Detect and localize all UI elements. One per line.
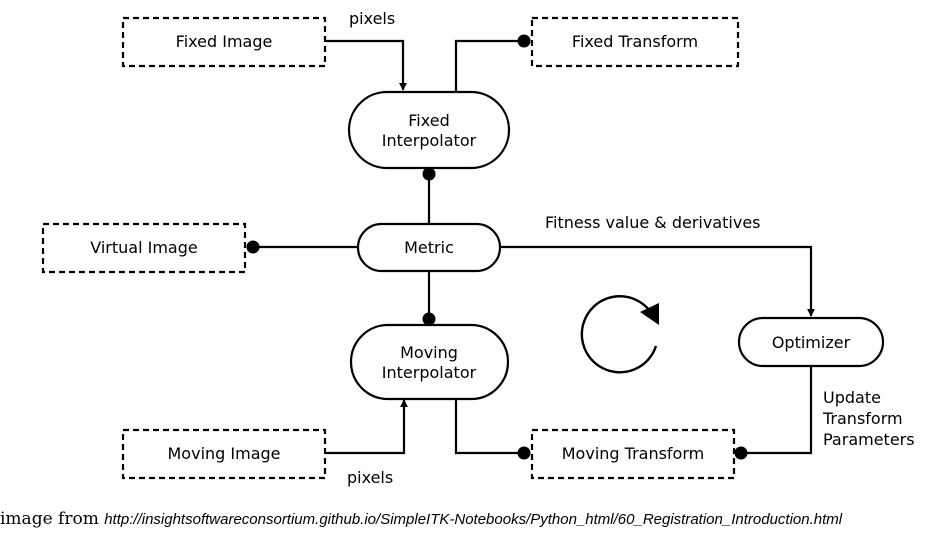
registration-diagram: Fixed Image Fixed Transform Fixed Interp… [41, 9, 915, 487]
optimizer-node [737, 316, 885, 368]
edge-moving-interpolator-to-moving-transform [454, 399, 524, 455]
edge-fixed-transform-to-fixed-interpolator [454, 39, 524, 92]
edge-moving-image-to-moving-interpolator [325, 399, 408, 455]
virtual-image-box [41, 222, 247, 274]
caption-prefix: image from [0, 509, 105, 529]
connector-dot [517, 446, 531, 460]
fixed-pixels-label: pixels [349, 9, 395, 28]
iteration-cycle-icon [580, 295, 659, 374]
fixed-transform-label: Fixed Transform [572, 32, 698, 51]
connector-dot [246, 240, 260, 254]
fixed-transform-box [530, 16, 740, 68]
update-label-line1: Update [823, 388, 881, 407]
optimizer-label: Optimizer [772, 333, 851, 352]
caption-url: http://insightsoftwareconsortium.github.… [104, 511, 843, 528]
update-label-line2: Transform [822, 409, 903, 428]
edge-fixed-image-to-fixed-interpolator [325, 39, 407, 91]
virtual-image-label: Virtual Image [90, 238, 197, 257]
fixed-image-box [121, 16, 327, 68]
update-label-line3: Parameters [823, 430, 915, 449]
moving-transform-box [530, 428, 736, 480]
connector-dot [734, 446, 748, 460]
edge-metric-to-optimizer [500, 245, 815, 317]
fixed-interpolator-label-line2: Interpolator [382, 131, 477, 150]
metric-node [356, 222, 502, 273]
edge-optimizer-to-moving-transform [741, 366, 813, 455]
moving-interpolator-label-line2: Interpolator [382, 363, 477, 382]
moving-interpolator-node [349, 323, 510, 401]
fixed-interpolator-label-line1: Fixed [408, 111, 449, 130]
connector-dot [517, 34, 531, 48]
fixed-image-label: Fixed Image [176, 32, 273, 51]
fitness-label: Fitness value & derivatives [545, 213, 761, 232]
moving-image-box [121, 428, 327, 480]
connector-dot [422, 167, 436, 181]
moving-image-label: Moving Image [168, 444, 281, 463]
image-source-caption: image from http://insightsoftwareconsort… [0, 509, 938, 529]
metric-label: Metric [404, 238, 454, 257]
moving-pixels-label: pixels [347, 468, 393, 487]
moving-interpolator-label-line1: Moving [400, 343, 458, 362]
connector-dot [422, 312, 436, 326]
fixed-interpolator-node [347, 90, 511, 170]
moving-transform-label: Moving Transform [562, 444, 704, 463]
